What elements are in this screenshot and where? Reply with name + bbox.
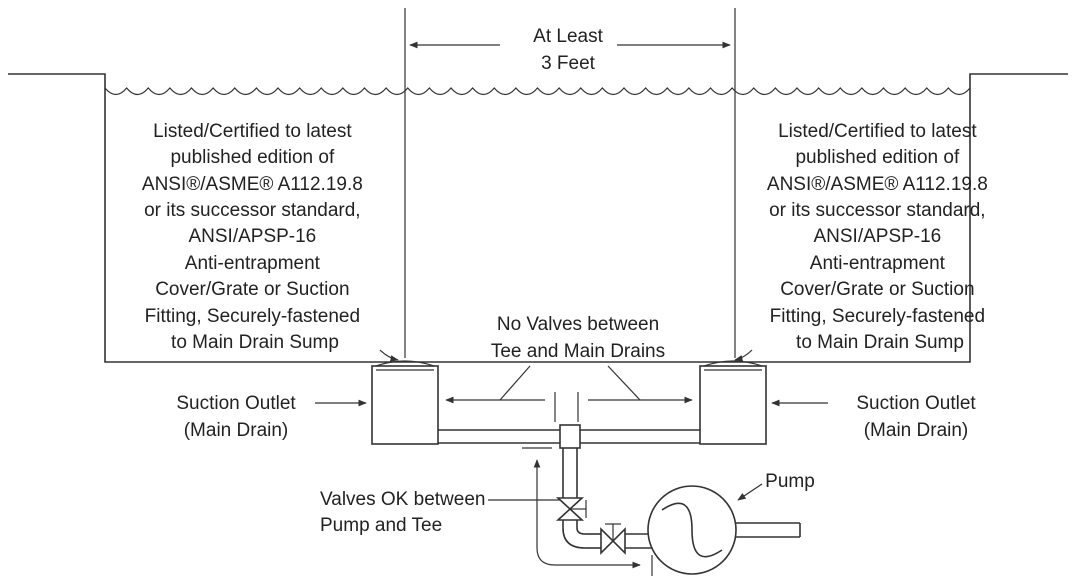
cover-text-left-line: ANSI/APSP-16 [188, 226, 316, 247]
valves-ok-label-line1: Valves OK between [320, 489, 485, 510]
cover-text-right-line: or its successor standard, [769, 200, 985, 221]
cover-pointer-right [734, 349, 753, 362]
cover-text-right: Listed/Certified to latest published edi… [767, 121, 993, 353]
cover-text-left-line: or its successor standard, [144, 200, 360, 221]
pump-outlet-pipe [736, 522, 801, 538]
suction-outlet-left-line2: (Main Drain) [184, 420, 289, 441]
valves-ok-label-line2: Pump and Tee [320, 515, 442, 536]
cover-text-right-line: ANSI®/ASME® A112.19.8 [767, 174, 988, 195]
cover-text-right-line: published edition of [795, 147, 959, 168]
no-valves-leader-left [499, 365, 531, 401]
vertical-pipe [562, 448, 578, 528]
water-surface [104, 87, 971, 96]
cover-text-right-line: Anti-entrapment [810, 253, 946, 274]
pipe-elbow [562, 527, 586, 549]
no-valves-leader-right [607, 365, 641, 401]
suction-outlet-left-line1: Suction Outlet [176, 393, 296, 414]
cover-text-right-line: to Main Drain Sump [796, 332, 964, 353]
distance-label-line2: 3 Feet [541, 53, 596, 74]
main-drain-sump-left [371, 360, 439, 445]
main-drain-sump-right [699, 360, 767, 445]
pool-outline [8, 73, 1068, 363]
cover-text-right-line: Cover/Grate or Suction [780, 279, 974, 300]
no-valves-label-line2: Tee and Main Drains [491, 341, 665, 362]
valve-vertical [555, 497, 587, 521]
cover-text-left-line: Anti-entrapment [185, 253, 321, 274]
pump-label: Pump [765, 471, 815, 492]
cover-text-left: Listed/Certified to latest published edi… [142, 121, 368, 353]
cover-text-right-line: Fitting, Securely-fastened [770, 306, 985, 327]
cover-text-left-line: Cover/Grate or Suction [155, 279, 349, 300]
cover-text-left-line: ANSI®/ASME® A112.19.8 [142, 174, 363, 195]
cover-text-left-line: published edition of [170, 147, 334, 168]
tee-fitting [559, 424, 581, 449]
valves-ok-bracket [533, 459, 641, 569]
no-valves-label-line1: No Valves between [497, 314, 659, 335]
cover-text-left-line: Fitting, Securely-fastened [145, 306, 360, 327]
cover-text-left-line: to Main Drain Sump [171, 332, 339, 353]
cover-text-left-line: Listed/Certified to latest [153, 121, 352, 142]
pump-icon [647, 485, 737, 575]
suction-outlet-right-line2: (Main Drain) [864, 420, 969, 441]
pump-pointer [737, 483, 763, 501]
cover-pointer-left [379, 349, 399, 362]
cover-text-right-line: ANSI/APSP-16 [813, 226, 941, 247]
distance-label-line1: At Least [533, 26, 603, 47]
suction-outlet-right-line1: Suction Outlet [856, 393, 976, 414]
valve-horizontal [600, 523, 626, 555]
cover-text-right-line: Listed/Certified to latest [778, 121, 977, 142]
